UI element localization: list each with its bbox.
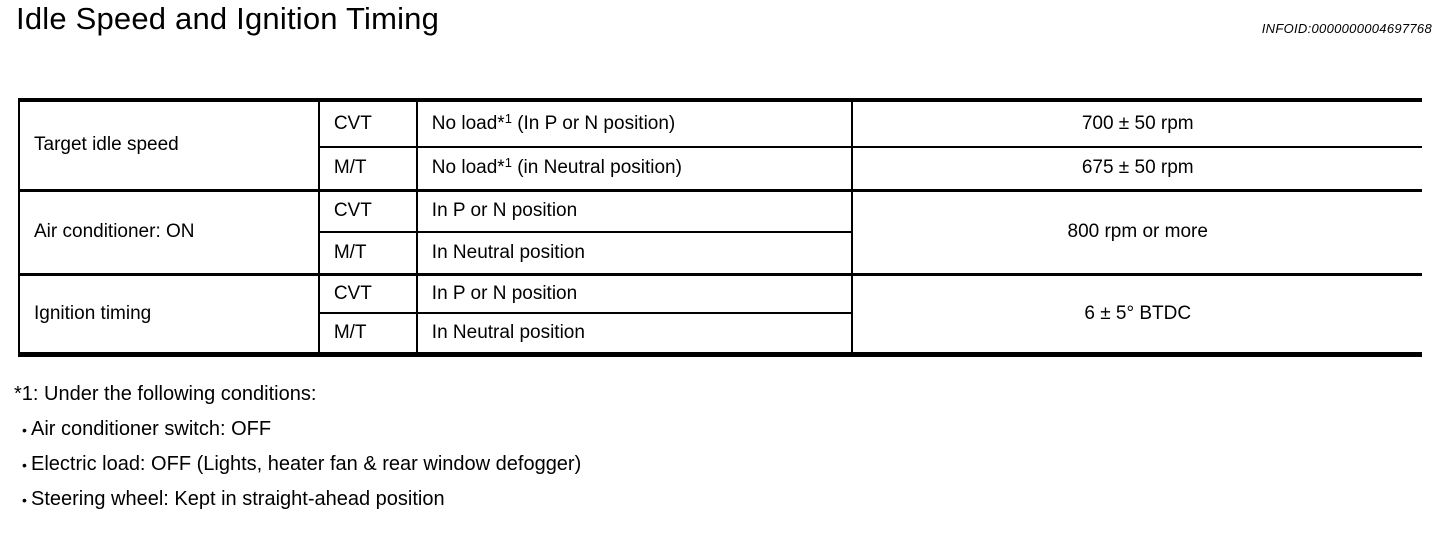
transmission-cell: CVT	[317, 190, 417, 233]
table-row: M/T In Neutral position	[19, 313, 1422, 354]
condition-text: In P or N position	[431, 282, 578, 304]
bullet-icon: •	[22, 457, 27, 473]
row-label-cell: Ignition timing	[18, 274, 319, 355]
condition-text: In Neutral position	[431, 241, 585, 263]
footnote-text: Steering wheel: Kept in straight-ahead p…	[31, 488, 445, 510]
condition-cell: No load*1 (In P or N position)	[415, 100, 853, 148]
table-group-ignition-timing: Ignition timing CVT In P or N position 6…	[18, 274, 1422, 355]
table-row: Air conditioner: ON CVT In P or N positi…	[18, 190, 1422, 275]
bullet-icon: •	[22, 422, 27, 438]
table-group-target-idle-speed: Target idle speed CVT No load*1 (In P or…	[18, 100, 1422, 191]
list-item: • Air conditioner switch: OFF	[14, 418, 581, 441]
condition-cell: In P or N position	[415, 274, 853, 314]
table-group-air-conditioner: Air conditioner: ON CVT In P or N positi…	[18, 190, 1422, 275]
transmission-cell: CVT	[317, 274, 417, 314]
row-label-cell: Target idle speed	[18, 100, 319, 191]
footnote-intro: *1: Under the following conditions:	[14, 383, 317, 405]
condition-text: In P or N position	[431, 200, 578, 222]
transmission-cell: M/T	[317, 313, 417, 354]
table-row: M/T No load*1 (in Neutral position) 675 …	[19, 147, 1422, 190]
spec-table: Target idle speed CVT No load*1 (In P or…	[18, 98, 1422, 357]
infoid-code: INFOID:0000000004697768	[1261, 21, 1432, 36]
condition-text: (In P or N position)	[511, 113, 676, 135]
value-cell: 700 ± 50 rpm	[851, 100, 1422, 148]
bullet-icon: •	[22, 492, 27, 508]
condition-text: (in Neutral position)	[511, 157, 682, 179]
table-row: Ignition timing CVT In P or N position 6…	[18, 274, 1422, 355]
table-row: M/T In Neutral position	[19, 232, 1422, 274]
list-item: • Steering wheel: Kept in straight-ahead…	[14, 488, 581, 511]
footnotes: *1: Under the following conditions: • Ai…	[14, 383, 581, 511]
condition-cell: No load*1 (in Neutral position)	[415, 147, 853, 190]
condition-cell: In Neutral position	[415, 313, 853, 354]
condition-cell: In Neutral position	[415, 232, 853, 274]
value-cell: 800 rpm or more	[851, 190, 1422, 275]
value-cell: 6 ± 5° BTDC	[851, 274, 1422, 355]
table-row: Target idle speed CVT No load*1 (In P or…	[18, 100, 1422, 191]
condition-text: In Neutral position	[431, 321, 585, 343]
list-item: • Electric load: OFF (Lights, heater fan…	[14, 453, 581, 476]
footnote-text: Air conditioner switch: OFF	[31, 418, 272, 440]
page-title: Idle Speed and Ignition Timing	[16, 1, 440, 36]
footnote-marker: 1	[504, 111, 512, 127]
row-label-cell: Air conditioner: ON	[18, 190, 319, 275]
transmission-cell: M/T	[317, 147, 417, 190]
transmission-cell: M/T	[317, 232, 417, 274]
condition-text: No load*	[431, 113, 505, 135]
footnote-text: Electric load: OFF (Lights, heater fan &…	[31, 453, 582, 475]
condition-cell: In P or N position	[415, 190, 853, 233]
value-cell: 675 ± 50 rpm	[851, 147, 1422, 190]
transmission-cell: CVT	[317, 100, 417, 148]
condition-text: No load*	[431, 157, 505, 179]
footnote-marker: 1	[504, 155, 512, 171]
